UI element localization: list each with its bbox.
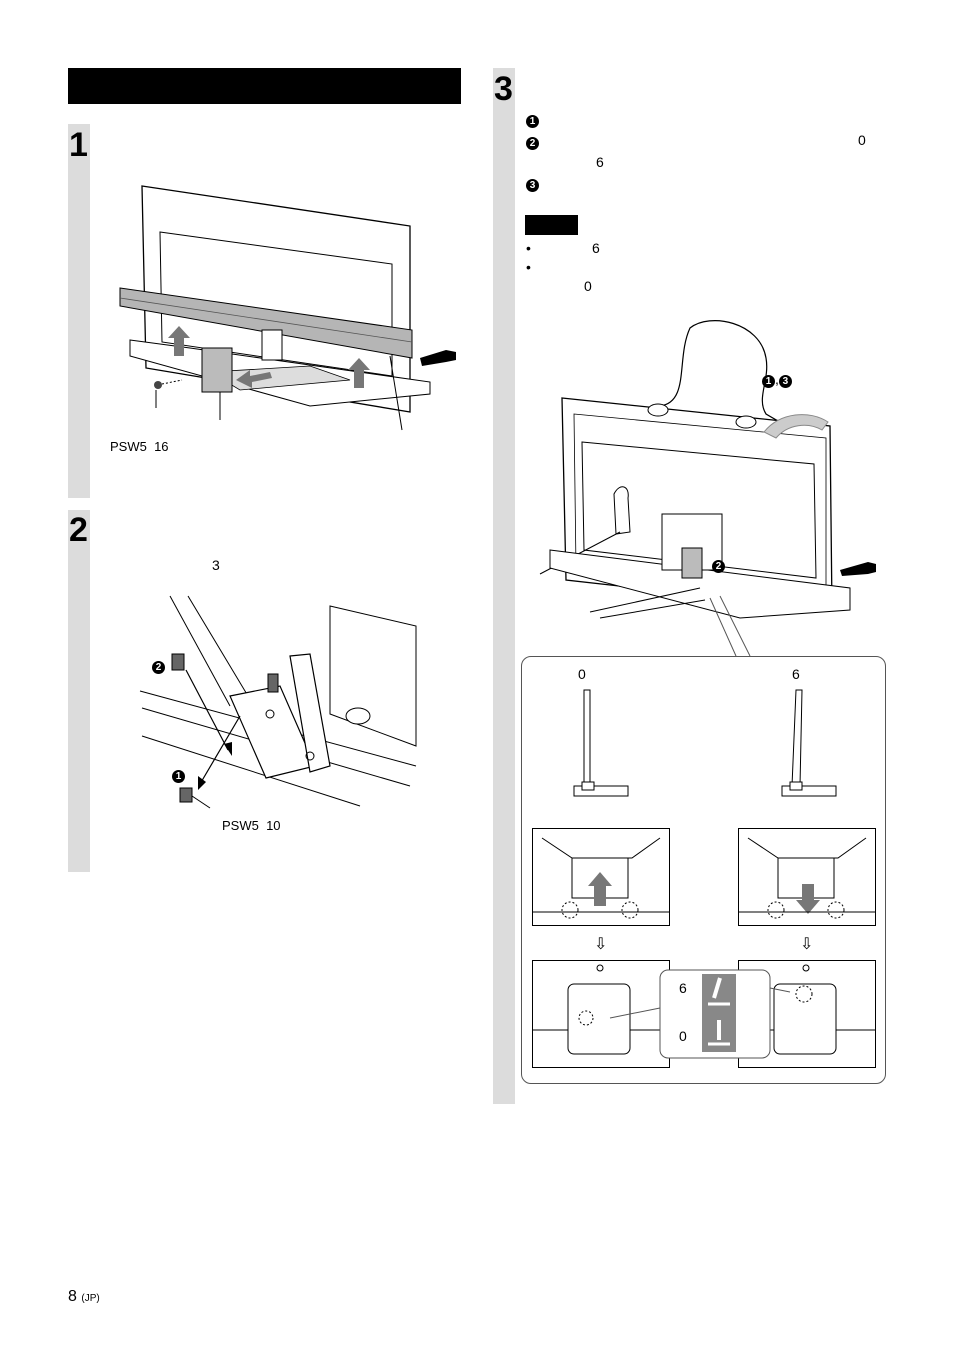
page-number: 8 (JP) xyxy=(68,1288,100,1305)
step1-illustration xyxy=(119,185,456,431)
step1-number: 1 xyxy=(69,126,88,164)
step3-band xyxy=(493,68,515,1104)
note-2-text: 0 xyxy=(584,278,592,294)
note-bullet-2: • xyxy=(526,259,531,275)
step3-illustration xyxy=(539,320,876,657)
note-1-text: 6 xyxy=(592,240,600,256)
step2-number: 2 xyxy=(69,511,88,549)
legend-bottom-value: 0 xyxy=(679,1028,687,1044)
step3-number: 3 xyxy=(494,70,513,108)
tv-profile-6 xyxy=(781,689,837,797)
step3-instruction-2-value-b: 6 xyxy=(596,154,604,170)
closeup-right-down xyxy=(738,828,876,926)
step1-band xyxy=(68,124,90,498)
step3-instruction-2-marker: 2 xyxy=(526,133,539,151)
detail-right-angle: 6 xyxy=(792,666,800,682)
illustration-marker-1-3: 1,3 xyxy=(762,372,792,388)
step3-instruction-1-marker: 1 xyxy=(526,111,539,129)
step3-instruction-3-marker: 3 xyxy=(526,175,539,193)
tv-profile-0 xyxy=(573,689,629,797)
step2-marker-1: 1 xyxy=(172,766,185,784)
detail-left-angle: 0 xyxy=(578,666,586,682)
step2-screw-label: PSW5 10 xyxy=(222,818,281,833)
step2-marker-2: 2 xyxy=(152,657,165,675)
note-bullet-1: • xyxy=(526,240,531,256)
detail-callout-box xyxy=(521,656,886,1084)
step2-band xyxy=(68,510,90,872)
section-header-bar xyxy=(68,68,461,104)
down-arrow-left-icon: ⇩ xyxy=(594,936,608,953)
note-badge xyxy=(525,215,578,235)
down-arrow-right-icon: ⇩ xyxy=(800,936,814,953)
step1-screw-label: PSW5 16 xyxy=(110,439,169,454)
closeup-left-up xyxy=(532,828,670,926)
step2-ref-number: 3 xyxy=(212,557,220,573)
illustration-marker-2: 2 xyxy=(712,556,725,574)
step3-instruction-2-value-a: 0 xyxy=(858,132,866,148)
legend-top-value: 6 xyxy=(679,980,687,996)
step2-illustration xyxy=(139,595,417,809)
bracket-detail-left xyxy=(532,960,670,1068)
angle-legend xyxy=(609,969,791,1059)
